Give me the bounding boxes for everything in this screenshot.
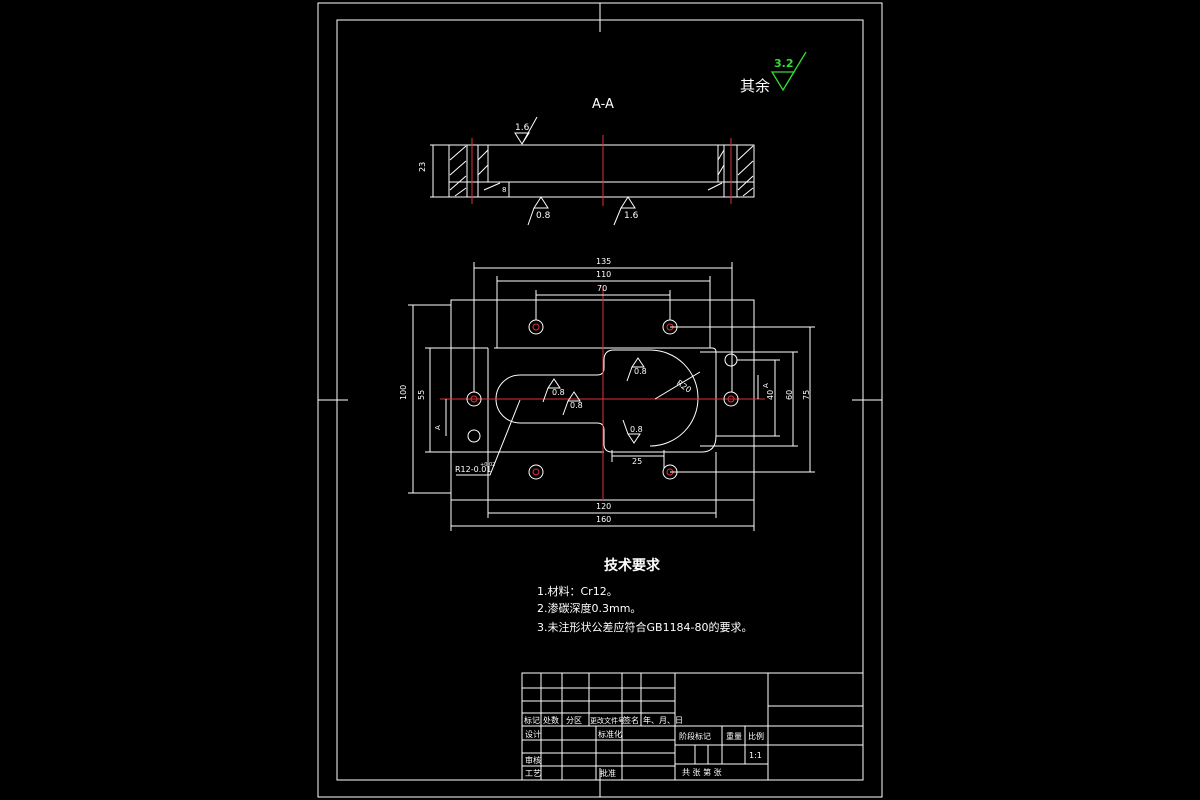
- section-title: A-A: [592, 97, 614, 112]
- radius-arc: R20: [675, 378, 693, 394]
- tb-header-sign: 签名: [623, 715, 639, 725]
- dim-60: 60: [785, 390, 794, 400]
- roughness-symbol-icon: [613, 196, 636, 226]
- roughness-symbol-icon: [542, 378, 561, 403]
- tb-design: 设计: [525, 729, 541, 739]
- roughness-symbol-icon: [622, 419, 641, 444]
- tech-requirements: 技术要求 1.材料：Cr12。 2.渗碳深度0.3mm。 3.未注形状公差应符合…: [537, 557, 753, 634]
- dim-135: 135: [596, 257, 611, 266]
- tech-req-title: 技术要求: [604, 557, 661, 574]
- section-view: A-A: [418, 97, 755, 226]
- title-block: 标记 处数 分区 更改文件号 签名 年、月、日 设计 标准化 审核 工艺 批准 …: [521, 672, 864, 781]
- roughness-symbol-icon: [527, 196, 549, 226]
- dim-a-right: A: [762, 383, 770, 388]
- dim-70: 70: [597, 284, 607, 293]
- dim-40: 40: [766, 390, 775, 400]
- radius-tolerance: +0.02: [480, 462, 495, 468]
- roughness-note-label: 其余: [740, 77, 770, 95]
- radius-note: R12-0.01: [455, 465, 491, 474]
- dim-160: 160: [596, 515, 611, 524]
- roughness-symbol-icon: [514, 116, 538, 145]
- section-depth-dim: 8: [502, 186, 506, 194]
- tb-review: 审核: [525, 755, 541, 765]
- dim-55: 55: [417, 390, 426, 400]
- slot-outline: [494, 347, 717, 453]
- tb-header-zone: 分区: [566, 716, 582, 725]
- centering-marks: [318, 3, 882, 797]
- tb-process: 工艺: [525, 769, 541, 778]
- tb-scale: 1:1: [749, 751, 762, 760]
- dim-110: 110: [596, 270, 611, 279]
- tb-header-date: 年、月、日: [643, 715, 683, 725]
- tb-header-count: 处数: [543, 715, 559, 725]
- roughness-symbol-icon: [770, 51, 807, 92]
- slot-roughness-3: 0.8: [634, 367, 647, 376]
- tb-header-mark: 标记: [524, 715, 540, 725]
- plan-view: 135 110 70 120 160 100 55 A: [399, 257, 815, 531]
- dim-75: 75: [802, 390, 811, 400]
- slot-roughness-2: 0.8: [570, 401, 583, 410]
- dim-120: 120: [596, 502, 611, 511]
- dim-100: 100: [399, 385, 408, 400]
- roughness-symbol-icon: [562, 391, 581, 416]
- tb-approve: 批准: [600, 768, 616, 778]
- tech-req-item-3: 3.未注形状公差应符合GB1184-80的要求。: [537, 620, 753, 634]
- section-roughness-bottom-left: 0.8: [536, 211, 551, 221]
- section-roughness-bottom-right: 1.6: [624, 211, 639, 221]
- dim-25: 25: [632, 457, 642, 466]
- roughness-note: 其余 3.2: [740, 51, 807, 95]
- dim-a-left: A: [434, 425, 442, 430]
- tb-scale-label: 比例: [748, 731, 764, 741]
- slot-roughness-4: 0.8: [630, 425, 643, 434]
- section-height-dim: 23: [418, 162, 427, 172]
- tb-standardize: 标准化: [598, 729, 622, 739]
- slot-roughness-1: 0.8: [552, 388, 565, 397]
- tb-sheets: 共 张 第 张: [682, 767, 722, 777]
- hatching-left: [449, 145, 501, 197]
- tb-stage-mark: 阶段标记: [679, 731, 711, 741]
- tech-req-item-2: 2.渗碳深度0.3mm。: [537, 601, 641, 615]
- tb-weight: 重量: [726, 731, 742, 741]
- roughness-symbol-icon: [626, 357, 645, 382]
- hatching-right: [707, 145, 754, 197]
- tb-header-change: 更改文件号: [590, 716, 625, 725]
- roughness-note-value: 3.2: [774, 57, 794, 70]
- section-roughness-top: 1.6: [515, 123, 530, 133]
- tech-req-item-1: 1.材料：Cr12。: [537, 584, 618, 598]
